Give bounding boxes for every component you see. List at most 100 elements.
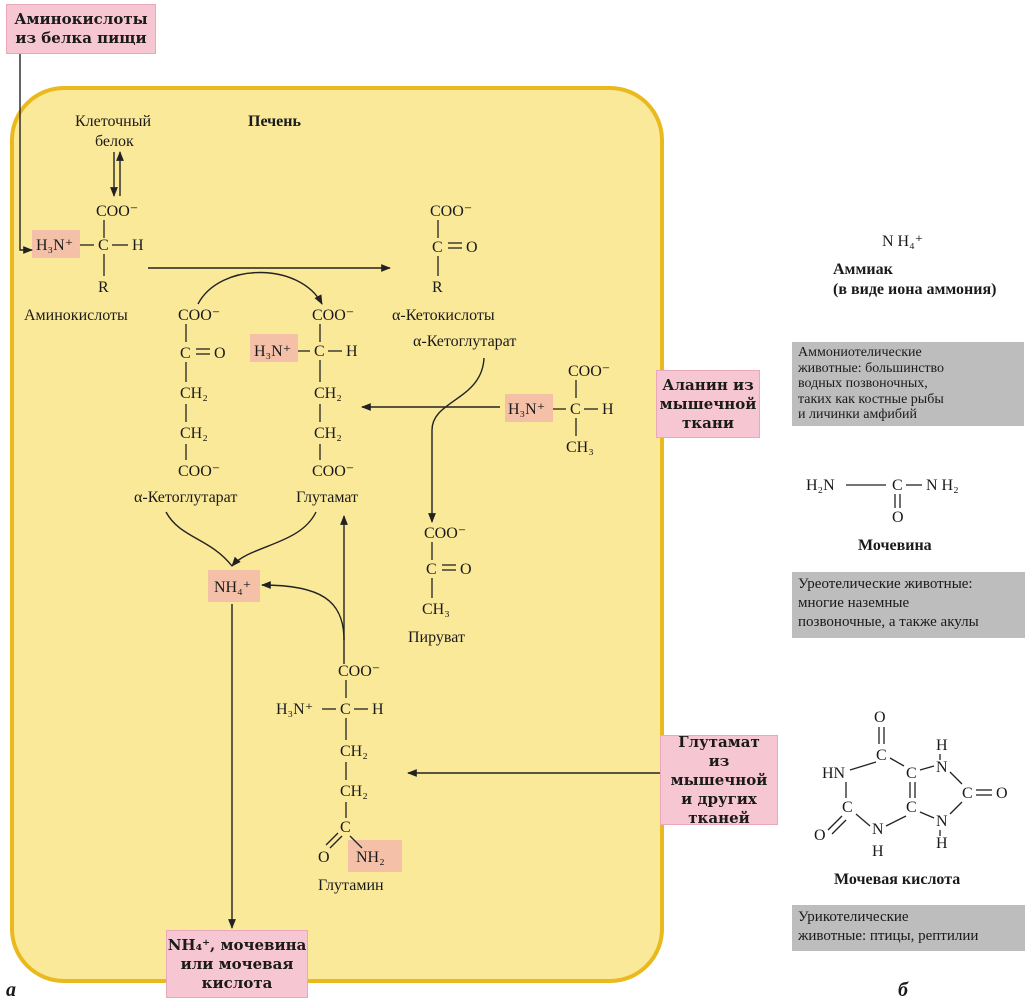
akg-coo-top: COO⁻ xyxy=(178,307,220,324)
glutamate-amino-highlight xyxy=(250,334,298,362)
ammoniotelic-line2: животные: большинство xyxy=(798,360,945,376)
ala-coo: COO⁻ xyxy=(568,363,610,380)
glu-coo-bottom: COO⁻ xyxy=(312,463,354,480)
gln-h3n: H₃N⁺ xyxy=(276,701,313,718)
panel-a-label: а xyxy=(6,979,16,1000)
aa-c: C xyxy=(98,237,109,254)
uric-h-bottom2: H xyxy=(936,835,948,852)
alanine-input-box: Аланин из мышечной ткани xyxy=(656,370,760,438)
uric-hn: HN xyxy=(822,765,846,782)
ureotelic-line2: многие наземные xyxy=(798,595,910,611)
akg-ch2-2: CH₂ xyxy=(180,425,208,442)
akg-ch2-1: CH₂ xyxy=(180,385,208,402)
glu-coo-top: COO⁻ xyxy=(312,307,354,324)
glutamate-input-box: Глутамат из мышечной и других тканей xyxy=(660,732,778,827)
aa-r: R xyxy=(98,279,109,296)
uricotelic-line1: Урикотелические xyxy=(798,909,909,925)
ureotelic-box: Уреотелические животные: многие наземные… xyxy=(792,572,1025,638)
aa-coo: COO⁻ xyxy=(96,203,138,220)
cell-protein-line1: Клеточный xyxy=(75,113,151,130)
gln-ch2-2: CH₂ xyxy=(340,783,368,800)
uric-c8: C xyxy=(962,785,973,802)
pyr-ch3: CH₃ xyxy=(422,601,450,618)
input-amino-line1: Аминокислоты xyxy=(14,10,148,28)
nh4-highlight xyxy=(208,570,260,602)
output-line2: или мочевая xyxy=(180,954,294,973)
output-line3: кислота xyxy=(201,973,273,992)
gln-o: O xyxy=(318,849,330,866)
gln-c: C xyxy=(340,701,351,718)
glu-c: C xyxy=(314,343,325,360)
ammonia-formula: N H₄⁺ xyxy=(882,233,923,250)
uric-c5: C xyxy=(906,765,917,782)
uric-name: Мочевая кислота xyxy=(834,871,960,888)
urea-c: C xyxy=(892,477,903,494)
liver-compartment xyxy=(10,86,664,983)
uric-n9: N xyxy=(936,813,948,830)
ammoniotelic-box: Аммониотелические животные: большинство … xyxy=(792,342,1024,426)
alanine-line1: Аланин из xyxy=(662,375,754,394)
ammoniotelic-line1: Аммониотелические xyxy=(798,345,922,360)
amino-highlight xyxy=(32,230,80,258)
alanine-line2: мышечной xyxy=(659,394,757,413)
cell-protein-line2: белок xyxy=(95,133,134,150)
ureotelic-line1: Уреотелические животные: xyxy=(798,576,973,592)
alanine-line3: ткани xyxy=(682,413,734,432)
urea-left: H₂N xyxy=(806,477,835,494)
pyr-c: C xyxy=(426,561,437,578)
keto-c: C xyxy=(432,239,443,256)
label-a-ketoglutarate: α-Кетоглутарат xyxy=(134,489,237,506)
gln-ch2-1: CH₂ xyxy=(340,743,368,760)
gln-c2: C xyxy=(340,819,351,836)
uric-h-top: H xyxy=(936,737,948,754)
uric-h-bottom1: H xyxy=(872,843,884,860)
gln-h: H xyxy=(372,701,384,718)
uric-o-top: O xyxy=(874,709,886,726)
glu-h: H xyxy=(346,343,358,360)
urea-o: O xyxy=(892,509,904,526)
output-box: NH₄⁺, мочевина или мочевая кислота xyxy=(166,930,308,998)
label-amino-acids: Аминокислоты xyxy=(24,307,128,324)
label-glutamine: Глутамин xyxy=(318,877,384,894)
urea-right: N H₂ xyxy=(926,477,959,494)
uric-n3: N xyxy=(872,821,884,838)
label-pyruvate: Пируват xyxy=(408,629,465,646)
label-nh4: NH₄⁺ xyxy=(214,579,251,596)
uric-c6: C xyxy=(906,799,917,816)
ala-c: C xyxy=(570,401,581,418)
uric-o-left: O xyxy=(814,827,826,844)
glu-ch2-2: CH₂ xyxy=(314,425,342,442)
pyr-o: O xyxy=(460,561,472,578)
keto-coo: COO⁻ xyxy=(430,203,472,220)
akg-c: C xyxy=(180,345,191,362)
keto-r: R xyxy=(432,279,443,296)
glu-ch2-1: CH₂ xyxy=(314,385,342,402)
glutamate-in-line4: тканей xyxy=(688,808,750,827)
liver-title: Печень xyxy=(248,113,301,130)
glu-h3n: H₃N⁺ xyxy=(254,343,291,360)
nh2-highlight xyxy=(348,840,402,872)
ammoniotelic-line5: и личинки амфибий xyxy=(798,407,918,422)
label-a-ketoglutarate-top: α-Кетоглутарат xyxy=(413,333,516,350)
uricotelic-box: Урикотелические животные: птицы, рептили… xyxy=(792,905,1025,951)
ala-h3n: H₃N⁺ xyxy=(508,401,545,418)
pyr-coo: COO⁻ xyxy=(424,525,466,542)
uric-c4: C xyxy=(876,747,887,764)
panel-b-label: б xyxy=(898,979,909,1000)
uric-o-right: O xyxy=(996,785,1008,802)
glutamate-in-line1: Глутамат xyxy=(678,732,760,751)
gln-nh2: NH₂ xyxy=(356,849,385,866)
ala-ch3: CH₃ xyxy=(566,439,594,456)
alanine-amino-highlight xyxy=(505,394,553,422)
glutamate-in-line2: из мышечной xyxy=(670,751,768,789)
ammonia-name: Аммиак xyxy=(833,261,894,278)
uricotelic-line2: животные: птицы, рептилии xyxy=(798,928,979,944)
akg-coo-bottom: COO⁻ xyxy=(178,463,220,480)
uric-c2: C xyxy=(842,799,853,816)
output-line1: NH₄⁺, мочевина xyxy=(167,935,307,954)
aa-h3n: H₃N⁺ xyxy=(36,237,73,254)
label-keto-acids: α-Кетокислоты xyxy=(392,307,495,324)
glutamate-in-line3: и других xyxy=(681,789,757,808)
ureotelic-line3: позвоночные, а также акулы xyxy=(798,614,979,630)
